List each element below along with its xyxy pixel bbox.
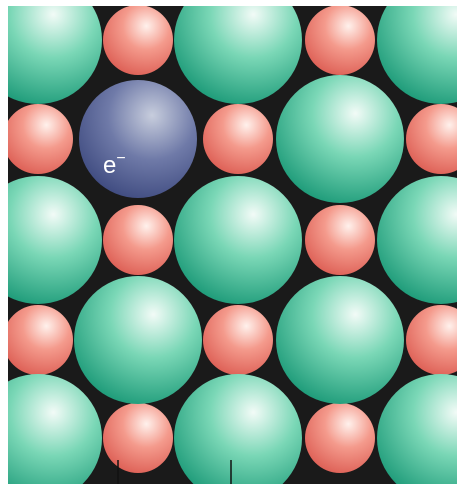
large-ion-sphere-icon <box>174 176 302 304</box>
large-ion-sphere-icon <box>8 176 102 304</box>
large-ion-sphere-icon <box>377 176 457 304</box>
small-ion-sphere-icon <box>8 104 73 174</box>
large-ion-sphere-icon <box>276 276 404 404</box>
small-ion-sphere-icon <box>406 104 457 174</box>
small-ion-sphere-icon <box>103 205 173 275</box>
small-ion-sphere-icon <box>305 403 375 473</box>
large-ion-sphere-icon <box>8 6 102 104</box>
electron-charge-superscript: − <box>116 150 125 167</box>
large-ion-sphere-icon <box>174 374 302 484</box>
small-ion-sphere-icon <box>103 403 173 473</box>
small-ion-sphere-icon <box>8 305 73 375</box>
electron-label-text: e <box>103 152 116 179</box>
large-ion-sphere-icon <box>8 374 102 484</box>
large-ion-sphere-icon <box>74 276 202 404</box>
electron-label: e− <box>103 150 126 179</box>
large-ion-sphere-icon <box>377 6 457 104</box>
electron-sphere-icon <box>79 80 197 198</box>
small-ion-sphere-icon <box>305 6 375 75</box>
small-ion-sphere-icon <box>103 6 173 75</box>
large-ion-sphere-icon <box>377 374 457 484</box>
small-ion-sphere-icon <box>203 104 273 174</box>
large-ion-sphere-icon <box>276 75 404 203</box>
small-ion-sphere-icon <box>305 205 375 275</box>
small-ion-sphere-icon <box>203 305 273 375</box>
small-ion-sphere-icon <box>406 305 457 375</box>
large-ion-sphere-icon <box>174 6 302 104</box>
